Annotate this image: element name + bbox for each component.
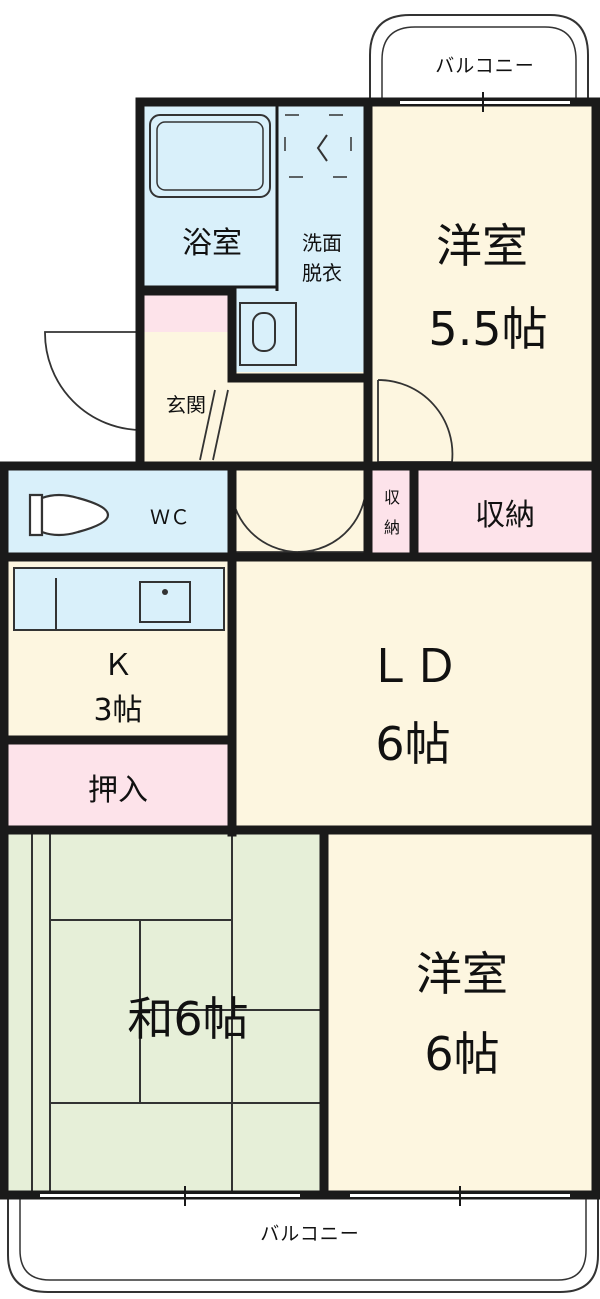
washroom-label-2: 脱衣 — [302, 261, 342, 285]
toilet — [28, 493, 110, 537]
room-small-storage — [372, 468, 416, 553]
washroom-label-1: 洗面 — [302, 231, 342, 255]
balcony-bottom — [7, 1195, 599, 1293]
bathtub — [149, 114, 271, 198]
bath-label: 浴室 — [182, 226, 242, 261]
storage-label: 収納 — [475, 498, 535, 533]
room-closet — [8, 742, 230, 828]
western-bottom-label-2: 6帖 — [424, 1027, 499, 1081]
room-western-bottom — [326, 833, 594, 1191]
washing-machine-space — [284, 114, 352, 178]
kitchen-label-1: Ｋ — [103, 648, 133, 683]
room-storage — [416, 468, 594, 553]
ld-label-1: ＬＤ — [367, 639, 459, 693]
western-top-label-1: 洋室 — [436, 219, 528, 273]
kitchen-label-2: 3帖 — [93, 693, 142, 728]
room-hall — [230, 372, 372, 465]
wc-label: ＷＣ — [150, 505, 190, 529]
wash-basin — [239, 302, 297, 366]
kitchen-sink — [139, 581, 191, 623]
kitchen-counter — [13, 567, 225, 631]
japanese-label: 和6帖 — [127, 992, 248, 1046]
small-storage-label-1: 収 — [384, 488, 400, 507]
ld-label-2: 6帖 — [375, 717, 450, 771]
western-top-label-2: 5.5帖 — [428, 302, 547, 356]
walls — [0, 97, 600, 1200]
room-western-top — [372, 105, 594, 465]
room-japanese — [8, 833, 322, 1191]
tatami-lines — [31, 833, 322, 1191]
western-bottom-label-1: 洋室 — [416, 947, 508, 1001]
balcony-bottom-label: バルコニー — [260, 1223, 360, 1245]
entrance-label: 玄関 — [166, 393, 206, 417]
room-washroom — [275, 105, 372, 293]
balcony-top — [369, 14, 589, 100]
room-entrance — [142, 332, 230, 465]
closet-label: 押入 — [88, 773, 148, 808]
balcony-top-label: バルコニー — [435, 55, 535, 77]
room-ld — [236, 560, 594, 828]
small-storage-label-2: 納 — [384, 518, 400, 537]
